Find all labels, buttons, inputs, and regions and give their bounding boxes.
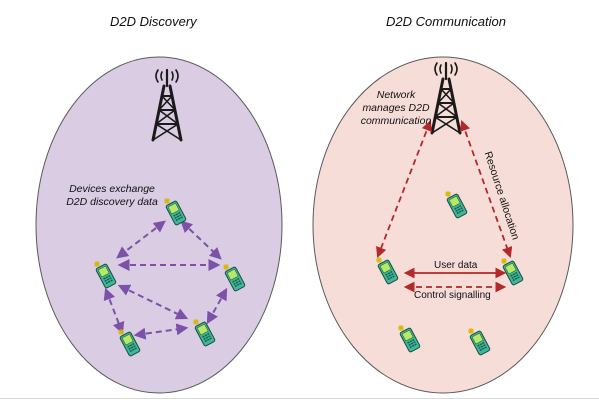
- network-caption-line1: Network: [376, 89, 416, 101]
- network-caption-line2: manages D2D: [362, 102, 430, 114]
- communication-title: D2D Communication: [386, 14, 506, 29]
- discovery-arrow: [133, 323, 189, 340]
- discovery-caption-line1: Devices exchange: [69, 183, 155, 195]
- communication-arrows: [376, 119, 513, 293]
- bottom-divider: [0, 398, 599, 399]
- discovery-arrow: [103, 287, 125, 335]
- discovery-arrow: [180, 220, 222, 260]
- network-caption: Network manages D2D communication: [356, 89, 436, 128]
- control-signalling-label: Control signalling: [414, 290, 491, 301]
- discovery-title: D2D Discovery: [110, 14, 197, 29]
- resource-allocation-arrow: [459, 119, 513, 259]
- control-link-left: [376, 119, 432, 259]
- discovery-arrow: [117, 284, 189, 320]
- discovery-arrows: [103, 220, 228, 340]
- network-caption-line3: communication: [360, 115, 432, 127]
- discovery-caption: Devices exchange D2D discovery data: [52, 183, 172, 209]
- user-data-label: User data: [434, 260, 478, 271]
- discovery-caption-line2: D2D discovery data: [66, 196, 158, 208]
- discovery-arrow: [206, 287, 228, 325]
